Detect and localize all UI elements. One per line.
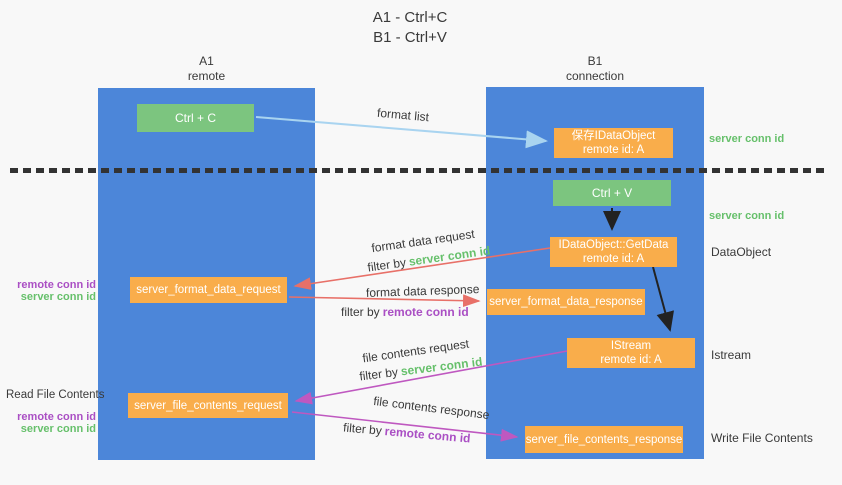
lifeline-a1-name: A1 xyxy=(199,54,214,68)
lifeline-b1-name: B1 xyxy=(587,54,603,68)
server-conn-id-annotation-left-bottom: server conn id xyxy=(20,423,96,435)
lifeline-b1-role: connection xyxy=(565,69,625,83)
filter-by-text: filter by xyxy=(341,305,380,319)
dataobject-annotation: DataObject xyxy=(711,245,772,259)
read-file-contents-annotation: Read File Contents xyxy=(6,389,105,401)
diagram-title: A1 - Ctrl+C B1 - Ctrl+V xyxy=(0,8,820,48)
server-file-contents-request-box: server_file_contents_request xyxy=(128,393,288,418)
title-line-1: A1 - Ctrl+C xyxy=(372,9,448,26)
istream-line1: IStream xyxy=(610,340,652,352)
remote-conn-id-annotation-top: remote conn id xyxy=(17,279,96,291)
server-format-data-request-box: server_format_data_request xyxy=(130,277,287,303)
server-file-contents-response-box: server_file_contents_response xyxy=(525,426,683,453)
server-format-data-request-label: server_format_data_request xyxy=(136,284,281,296)
server-file-contents-response-label: server_file_contents_response xyxy=(525,433,683,446)
save-idataobject-line1: 保存IDataObject xyxy=(571,130,656,142)
ctrl-c-label: Ctrl + C xyxy=(174,111,216,125)
lifeline-header-b1: B1 connection xyxy=(486,54,704,84)
save-idataobject-box: 保存IDataObject remote id: A xyxy=(554,128,673,158)
remote-conn-id-annotation-bottom: remote conn id xyxy=(17,411,96,423)
server-format-data-response-label: server_format_data_response xyxy=(489,296,643,308)
filter-by-text: filter by xyxy=(366,255,407,275)
remote-conn-id-text: remote conn id xyxy=(384,424,472,446)
server-conn-id-annotation-top: server conn id xyxy=(709,133,785,145)
getdata-line2: remote id: A xyxy=(582,253,645,265)
remote-conn-id-text: remote conn id xyxy=(382,305,469,319)
lifeline-a1-role: remote xyxy=(187,69,226,83)
ctrl-v-label: Ctrl + V xyxy=(591,186,633,200)
ctrl-v-action-box: Ctrl + V xyxy=(553,180,671,206)
istream-box: IStream remote id: A xyxy=(567,338,695,368)
file-contents-response-label: file contents response xyxy=(372,393,491,423)
title-line-2: B1 - Ctrl+V xyxy=(373,29,447,46)
write-file-contents-annotation: Write File Contents xyxy=(711,431,813,445)
lifeline-header-a1: A1 remote xyxy=(98,54,315,84)
server-conn-id-annotation-mid: server conn id xyxy=(709,210,785,222)
ctrl-c-action-box: Ctrl + C xyxy=(137,104,254,132)
format-data-response-label: format data response xyxy=(365,282,480,300)
getdata-line1: IDataObject::GetData xyxy=(558,239,669,251)
server-format-data-response-box: server_format_data_response xyxy=(487,289,645,315)
filter-by-text: filter by xyxy=(358,364,399,384)
server-file-contents-request-label: server_file_contents_request xyxy=(134,399,282,412)
istream-line2: remote id: A xyxy=(600,354,662,366)
phase-separator-dotted-line xyxy=(10,168,828,173)
istream-annotation: Istream xyxy=(711,348,752,362)
format-list-label: format list xyxy=(376,105,430,125)
server-conn-id-annotation-left-top: server conn id xyxy=(20,291,96,303)
idataobject-getdata-box: IDataObject::GetData remote id: A xyxy=(550,237,677,267)
filter-by-text: filter by xyxy=(342,420,383,438)
save-idataobject-line2: remote id: A xyxy=(582,144,645,156)
